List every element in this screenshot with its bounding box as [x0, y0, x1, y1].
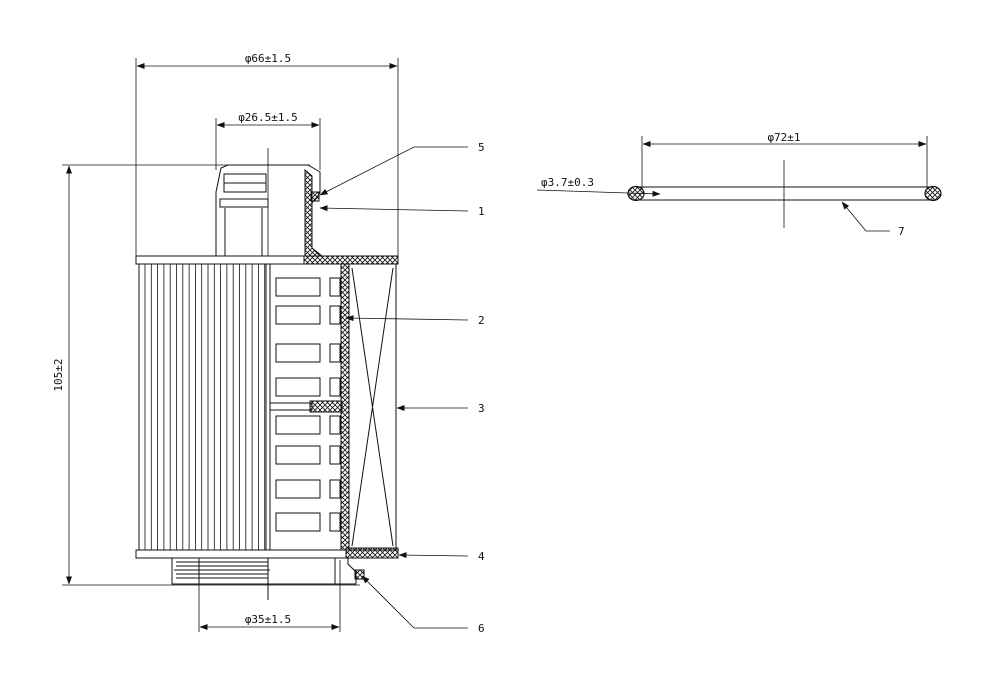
top-diameter-label: φ26.5±1.5 — [238, 111, 298, 124]
top-end-cap — [135, 255, 399, 265]
perforated-core — [265, 264, 343, 550]
core-wall — [340, 263, 350, 551]
bottom-neck — [171, 558, 365, 600]
bottom-diameter-label: φ35±1.5 — [245, 613, 291, 626]
callout-3: 3 — [478, 402, 485, 415]
bottom-end-cap — [135, 547, 399, 559]
height-label: 105±2 — [52, 358, 65, 391]
oring-side-view: φ72±1 φ3.7±0.3 7 — [536, 131, 942, 238]
callout-6: 6 — [478, 622, 485, 635]
center-tube — [348, 263, 397, 551]
dim-height: 105±2 — [52, 164, 360, 586]
callout-7: 7 — [898, 225, 905, 238]
outer-diameter-label: φ66±1.5 — [245, 52, 291, 65]
callout-4: 4 — [478, 550, 485, 563]
oring-diameter-label: φ72±1 — [767, 131, 800, 144]
dim-top-diameter: φ26.5±1.5 — [215, 111, 321, 170]
pleated-filter-media — [138, 263, 267, 551]
top-neck — [215, 148, 323, 257]
callout-leaders: 5 1 2 3 4 6 — [319, 141, 485, 635]
callout-1: 1 — [478, 205, 485, 218]
callout-2: 2 — [478, 314, 485, 327]
oring-section-label: φ3.7±0.3 — [541, 176, 594, 189]
callout-5: 5 — [478, 141, 485, 154]
dim-bottom-diameter: φ35±1.5 — [198, 560, 341, 632]
dim-outer-diameter: φ66±1.5 — [135, 52, 399, 256]
